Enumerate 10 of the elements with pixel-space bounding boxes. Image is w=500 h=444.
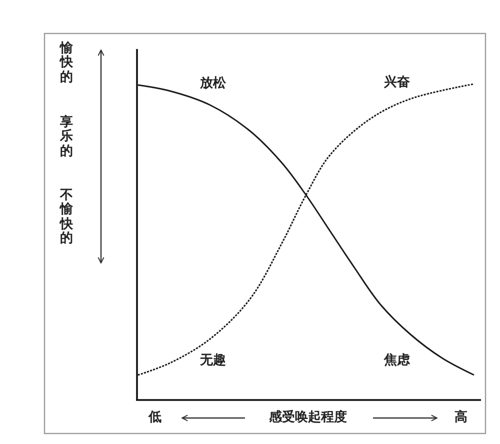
axis-label: 高 — [454, 410, 468, 426]
curve-label: 焦虑 — [384, 354, 410, 368]
curve-label: 无趣 — [200, 354, 226, 368]
curve-label: 兴奋 — [384, 76, 410, 90]
axis-label: 低 — [148, 410, 162, 426]
axis-label: 不愉快的 — [60, 189, 73, 246]
axis-label: 享乐的 — [60, 116, 73, 159]
axis-title: 感受唤起程度 — [269, 410, 347, 426]
axis-label: 愉快的 — [60, 42, 73, 85]
curve-label: 放松 — [200, 76, 226, 92]
